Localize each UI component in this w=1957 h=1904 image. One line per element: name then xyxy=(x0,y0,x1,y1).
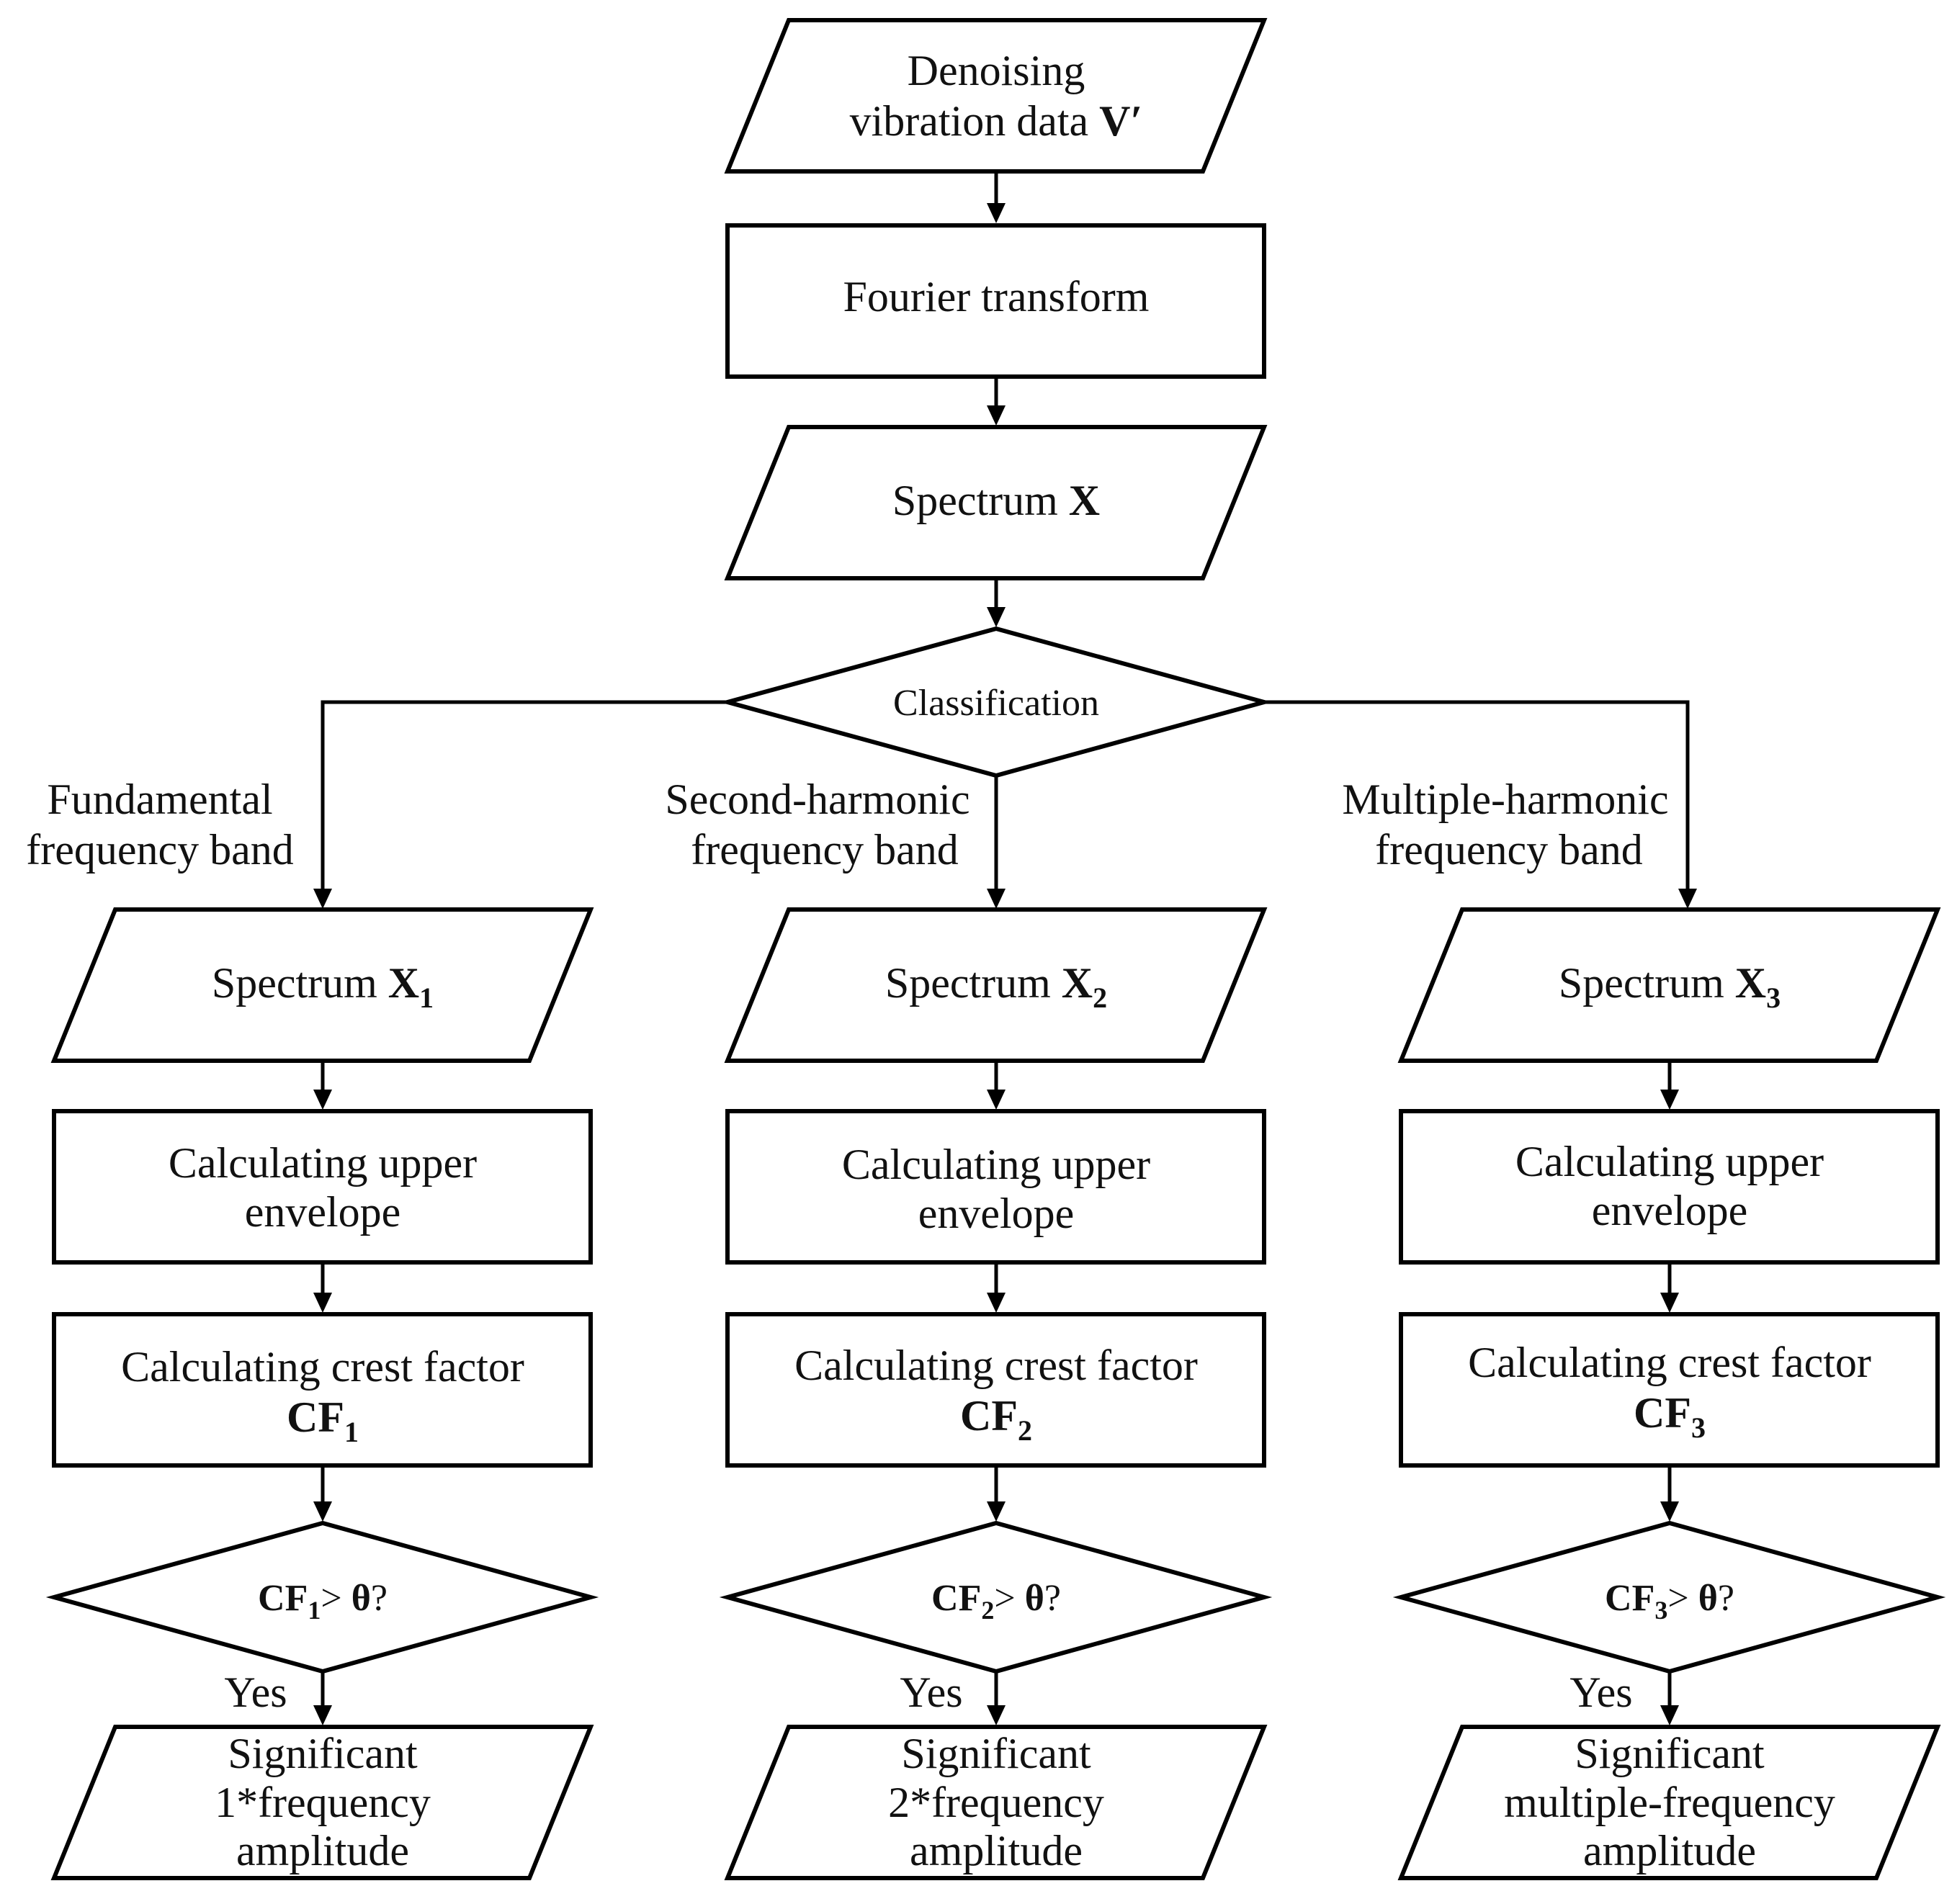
branch-2-result-line2: 2*frequency xyxy=(888,1779,1104,1826)
input-data-node xyxy=(724,18,1268,174)
classification-label: Classification xyxy=(893,683,1099,724)
branch-3-spectrum-node xyxy=(1397,907,1941,1063)
branch-1-result-line1: Significant xyxy=(228,1730,418,1777)
branch-2-yes-label: Yes xyxy=(900,1669,962,1716)
branch-3-yes-label: Yes xyxy=(1569,1669,1632,1716)
branch-1-yes-label: Yes xyxy=(224,1669,287,1716)
branch-1-crest-symbol: CF1 xyxy=(287,1393,359,1448)
branch-2-band-line2: frequency band xyxy=(691,826,958,874)
arrowhead xyxy=(1660,1705,1679,1725)
arrowhead xyxy=(987,1090,1006,1110)
branch-1-crest-node xyxy=(52,1312,593,1468)
branch-2-result-line3: amplitude xyxy=(910,1827,1083,1874)
branch-1-spectrum-node xyxy=(50,907,594,1063)
spectrum-x-node xyxy=(724,425,1268,580)
branch-2-spectrum-node xyxy=(724,907,1268,1063)
fourier-label: Fourier transform xyxy=(843,273,1150,320)
branch-2-envelope-node xyxy=(725,1109,1266,1265)
branch-1-envelope-line1: Calculating upper xyxy=(169,1139,477,1187)
branch-2-decision-label: CF2> θ? xyxy=(931,1578,1061,1625)
arrowhead xyxy=(987,889,1006,909)
branch-1-band-line2: frequency band xyxy=(26,826,293,874)
arrowhead xyxy=(313,1501,332,1522)
branch-2-crest-node xyxy=(725,1312,1266,1468)
branch-3-band-line2: frequency band xyxy=(1375,826,1642,874)
branch-3-crest-node xyxy=(1399,1312,1940,1468)
branch-1-decision-label: CF1> θ? xyxy=(258,1578,388,1625)
arrowhead xyxy=(987,607,1006,627)
branch-2-spectrum-label: Spectrum X2 xyxy=(885,959,1107,1014)
branch-1-band-line1: Fundamental xyxy=(47,776,272,823)
arrowhead xyxy=(313,1090,332,1110)
branch-2-envelope-line2: envelope xyxy=(918,1190,1075,1237)
branch-3-result-line1: Significant xyxy=(1575,1730,1765,1777)
branch-1-result-node xyxy=(50,1725,594,1880)
arrowhead xyxy=(313,1705,332,1725)
branch-3-crest-symbol: CF3 xyxy=(1634,1389,1706,1444)
arrowhead xyxy=(313,889,332,909)
branch-2-envelope-line1: Calculating upper xyxy=(842,1141,1150,1188)
branch-1-result-line3: amplitude xyxy=(236,1827,409,1874)
spectrum-x-label: Spectrum X xyxy=(892,477,1100,524)
branch-3-band-line1: Multiple-harmonic xyxy=(1342,776,1668,823)
branch-1-spectrum-label: Spectrum X1 xyxy=(212,959,434,1014)
branch-1-crest-line1: Calculating crest factor xyxy=(121,1343,524,1391)
branch-3-decision-label: CF3> θ? xyxy=(1605,1578,1734,1625)
arrowhead xyxy=(313,1293,332,1313)
arrowhead xyxy=(987,1293,1006,1313)
branch-3-crest-line1: Calculating crest factor xyxy=(1468,1339,1871,1386)
branch-1-result-line2: 1*frequency xyxy=(215,1779,431,1826)
branch-3-result-line3: amplitude xyxy=(1583,1827,1756,1874)
branch-1-envelope-line2: envelope xyxy=(245,1188,401,1236)
arrowhead xyxy=(987,1501,1006,1522)
arrowhead xyxy=(1660,1293,1679,1313)
branch-2-crest-symbol: CF2 xyxy=(960,1392,1032,1447)
branch-3-spectrum-label: Spectrum X3 xyxy=(1559,959,1781,1014)
arrowhead xyxy=(1660,1501,1679,1522)
branch-3-envelope-node xyxy=(1399,1109,1940,1265)
branch-3-result-node xyxy=(1397,1725,1941,1880)
branch-2-band-line1: Second-harmonic xyxy=(665,776,969,823)
branch-2-crest-line1: Calculating crest factor xyxy=(794,1342,1198,1389)
branch-3-envelope-line1: Calculating upper xyxy=(1515,1138,1824,1185)
branch-2-result-node xyxy=(724,1725,1268,1880)
branch-1-envelope-node xyxy=(52,1109,593,1265)
input-line2: vibration data V′ xyxy=(850,97,1143,145)
arrowhead xyxy=(987,1705,1006,1725)
branch-3-result-line2: multiple-frequency xyxy=(1504,1779,1835,1826)
arrowhead xyxy=(1678,889,1697,909)
connector-to-fundamental xyxy=(321,700,727,889)
branch-2-result-line1: Significant xyxy=(901,1730,1091,1777)
connector-to-multiple-harmonic xyxy=(1264,700,1690,889)
arrowhead xyxy=(987,203,1006,223)
arrowhead xyxy=(1660,1090,1679,1110)
input-line1: Denoising xyxy=(908,47,1085,94)
branch-3-envelope-line2: envelope xyxy=(1592,1187,1748,1234)
arrowhead xyxy=(987,405,1006,426)
